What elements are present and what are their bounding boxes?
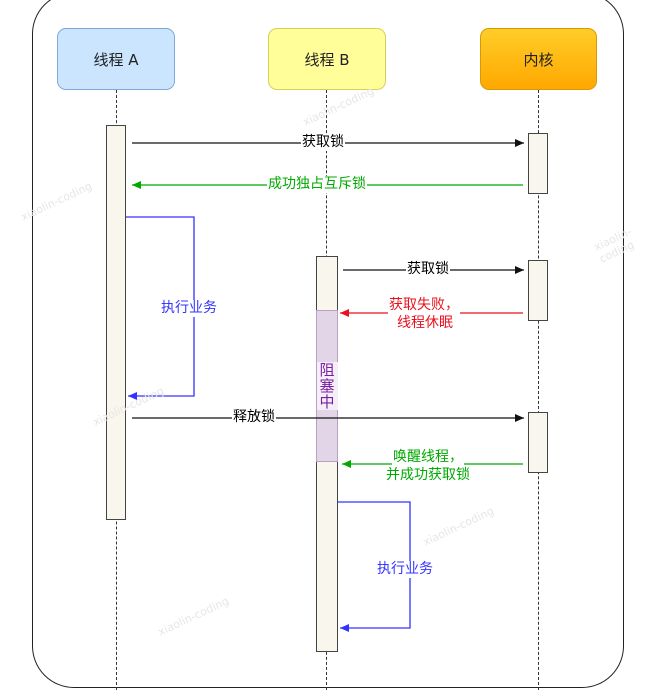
label-b-work: 执行业务 xyxy=(376,561,434,578)
label-a-acquire: 获取锁 xyxy=(301,134,345,151)
participant-kernel: 内核 xyxy=(480,28,597,90)
participant-thread-a: 线程 A xyxy=(57,28,175,90)
participant-thread-b: 线程 B xyxy=(268,28,386,90)
label-a-granted: 成功独占互斥锁 xyxy=(267,176,367,193)
participant-thread-b-label: 线程 B xyxy=(304,50,350,69)
label-b-wake-2: 并成功获取锁 xyxy=(385,467,471,484)
activation-thread-a xyxy=(106,125,126,520)
label-b-wake-1: 唤醒线程， xyxy=(392,449,464,466)
blocked-segment: 阻塞中 xyxy=(316,310,338,462)
activation-kernel-1 xyxy=(528,133,548,194)
blocked-label: 阻塞中 xyxy=(316,362,338,410)
diagram-frame xyxy=(32,0,624,688)
label-b-fail-2: 线程休眠 xyxy=(396,315,454,332)
activation-kernel-2 xyxy=(528,260,548,321)
activation-kernel-3 xyxy=(528,412,548,473)
label-a-release: 释放锁 xyxy=(232,409,276,426)
label-b-fail-1: 获取失败， xyxy=(388,297,460,314)
label-b-acquire: 获取锁 xyxy=(406,261,450,278)
lifeline-kernel xyxy=(538,90,539,690)
participant-kernel-label: 内核 xyxy=(523,50,554,69)
label-a-work: 执行业务 xyxy=(160,300,218,317)
participant-thread-a-label: 线程 A xyxy=(93,50,139,69)
